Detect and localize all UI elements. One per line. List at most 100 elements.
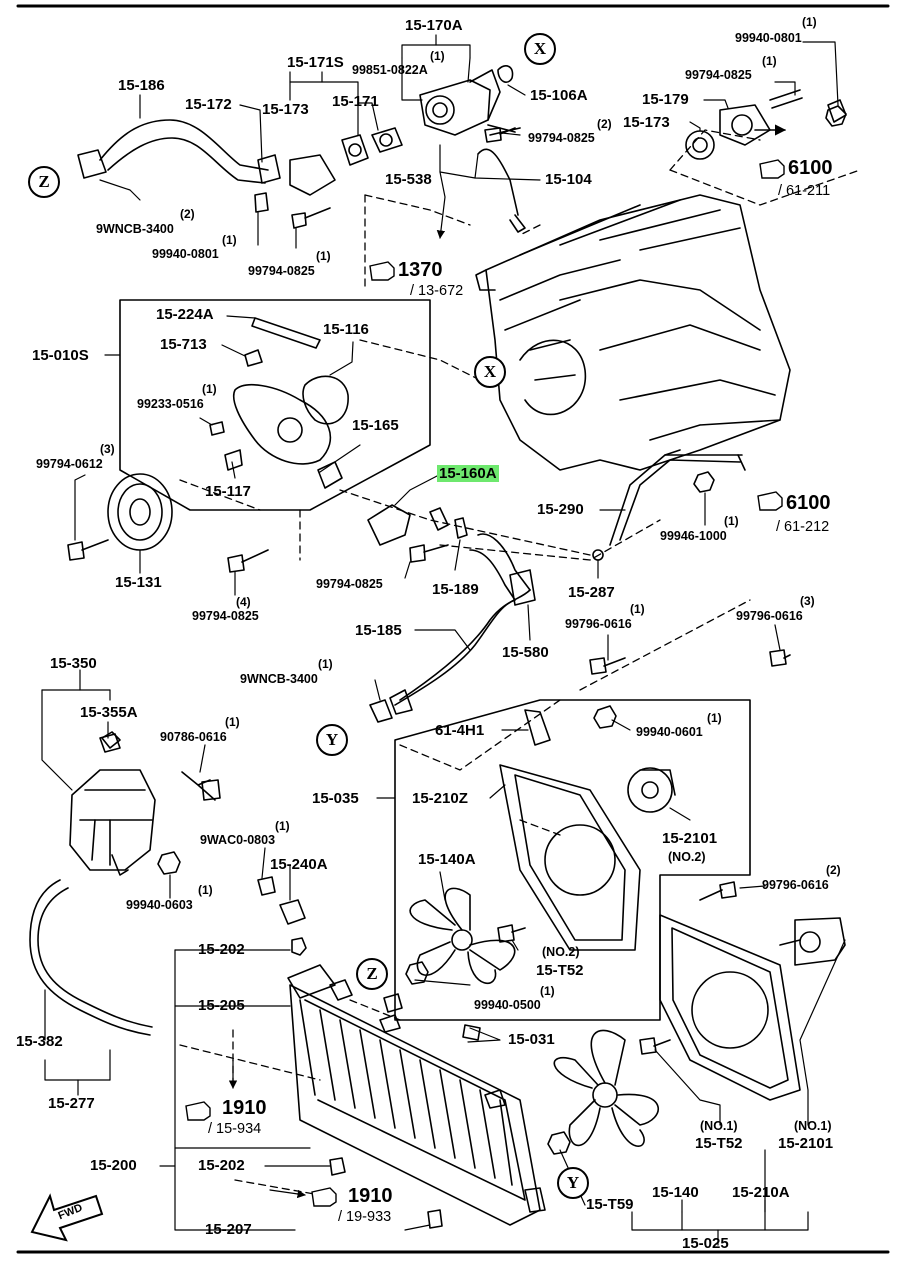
fan-switch (257, 876, 306, 925)
label-15-104: 15-104 (545, 171, 592, 188)
label-61-4H1: 61-4H1 (435, 722, 485, 739)
label-6100-a: 6100 (788, 157, 833, 179)
label-15-179: 15-179 (642, 91, 689, 108)
label-15-210A: 15-210A (732, 1184, 790, 1201)
label-99940-0801-a: 99940-0801 (152, 247, 219, 261)
label-15-287: 15-287 (568, 584, 615, 601)
label-99794-0612: 99794-0612 (36, 457, 103, 471)
label-15-031: 15-031 (508, 1031, 555, 1048)
label-15-172: 15-172 (185, 96, 232, 113)
label-15-355A: 15-355A (80, 704, 138, 721)
label-15-117: 15-117 (205, 483, 251, 500)
label-90786-0616: 90786-0616 (160, 730, 227, 744)
label-99794-0825-d: 99794-0825 (316, 577, 383, 591)
water-pump-parts (209, 317, 349, 489)
qty-99794-a: (2) (597, 117, 612, 131)
qty-9wncb-a: (2) (180, 207, 195, 221)
qty-99940-a: (1) (222, 233, 237, 247)
nuts (157, 105, 847, 1155)
qty-99794-c: (3) (100, 442, 115, 456)
label-15-538: 15-538 (385, 171, 432, 188)
fwd-arrow-icon (30, 1193, 104, 1242)
label-15-277: 15-277 (48, 1095, 95, 1112)
qty-99946: (1) (724, 514, 739, 528)
label-15-210Z: 15-210Z (412, 790, 468, 807)
engine-block (475, 194, 791, 471)
qty-9wac0: (1) (275, 819, 290, 833)
fan-blade-a (409, 887, 516, 985)
label-13-672: / 13-672 (410, 283, 464, 299)
qty-99940-tr: (1) (802, 15, 817, 29)
leader-lines (41, 34, 846, 1246)
label-15-160A-highlighted: 15-160A (437, 465, 499, 482)
pulley (107, 473, 173, 551)
fan-shroud-no2 (499, 709, 676, 951)
radiator (287, 964, 546, 1229)
label-15-010S: 15-010S (32, 347, 89, 364)
label-15-202-b: 15-202 (198, 1157, 245, 1174)
label-99940-0601: 99940-0601 (636, 725, 703, 739)
label-15-2101-no2: 15-2101 (662, 830, 718, 847)
label-6100-b: 6100 (786, 492, 831, 514)
label-no2-t52: (NO.2) (542, 945, 580, 959)
label-no1-t52: (NO.1) (700, 1119, 738, 1133)
coolant-reservoir (29, 733, 156, 1036)
label-15-140: 15-140 (652, 1184, 699, 1201)
label-15-173-b: 15-173 (623, 114, 670, 131)
label-19-933: / 19-933 (338, 1209, 392, 1225)
label-15-580: 15-580 (502, 644, 549, 661)
fan-assembly-box (394, 699, 751, 1021)
label-15-189: 15-189 (432, 581, 479, 598)
qty-99940-d: (1) (198, 883, 213, 897)
label-15-173-a: 15-173 (262, 101, 309, 118)
label-15-116: 15-116 (323, 321, 369, 338)
qty-99233: (1) (202, 382, 217, 396)
label-15-224A: 15-224A (156, 306, 214, 323)
ref-circle-z-mid: Z (356, 958, 388, 990)
label-99796-0616-a: 99796-0616 (565, 617, 632, 631)
label-15-207: 15-207 (205, 1221, 252, 1238)
thermostat-parts (341, 65, 526, 233)
label-15-2101-no1: 15-2101 (778, 1135, 834, 1152)
label-15-202-a: 15-202 (198, 941, 245, 958)
label-15-T52-a: 15-T52 (536, 962, 584, 979)
qty-99794-e: (4) (236, 595, 251, 609)
qty-99796-b: (3) (800, 594, 815, 608)
label-1910-b: 1910 (348, 1185, 393, 1207)
hoses-mid (367, 449, 746, 723)
ref-circle-z-left: Z (28, 166, 60, 198)
qty-9wncb-b: (1) (318, 657, 333, 671)
label-99794-0825-tr: 99794-0825 (685, 68, 752, 82)
label-15-186: 15-186 (118, 77, 165, 94)
label-15-131: 15-131 (115, 574, 162, 591)
label-15-382: 15-382 (16, 1033, 63, 1050)
label-99946-1000: 99946-1000 (660, 529, 727, 543)
label-15-290: 15-290 (537, 501, 584, 518)
label-15-205: 15-205 (198, 997, 245, 1014)
label-15-350: 15-350 (50, 655, 97, 672)
see-reference-hand-icon (185, 159, 785, 1207)
label-61-212: / 61-212 (776, 519, 830, 535)
label-99940-0801-tr: 99940-0801 (735, 31, 802, 45)
qty-99794-b: (1) (316, 249, 331, 263)
ref-circle-y-mid: Y (316, 724, 348, 756)
qty-99794-tr: (1) (762, 54, 777, 68)
label-15-200: 15-200 (90, 1157, 137, 1174)
label-99233-0516: 99233-0516 (137, 397, 204, 411)
label-9wncb-3400-a: 9WNCB-3400 (96, 222, 174, 236)
qty-99940-e: (1) (540, 984, 555, 998)
label-99794-0825-b: 99794-0825 (248, 264, 315, 278)
qty-99940-c: (1) (707, 711, 722, 725)
label-99794-0825-e: 99794-0825 (192, 609, 259, 623)
water-pump-box (119, 299, 431, 511)
label-9wac0-0803: 9WAC0-0803 (200, 833, 276, 847)
fan-blade-b (553, 1029, 660, 1147)
label-99796-0616-c: 99796-0616 (762, 878, 829, 892)
ref-circle-y-bot: Y (557, 1167, 589, 1199)
label-15-171S: 15-171S (287, 54, 344, 71)
label-15-140A: 15-140A (418, 851, 476, 868)
qty-99796-a: (1) (630, 602, 645, 616)
label-15-106A: 15-106A (530, 87, 588, 104)
